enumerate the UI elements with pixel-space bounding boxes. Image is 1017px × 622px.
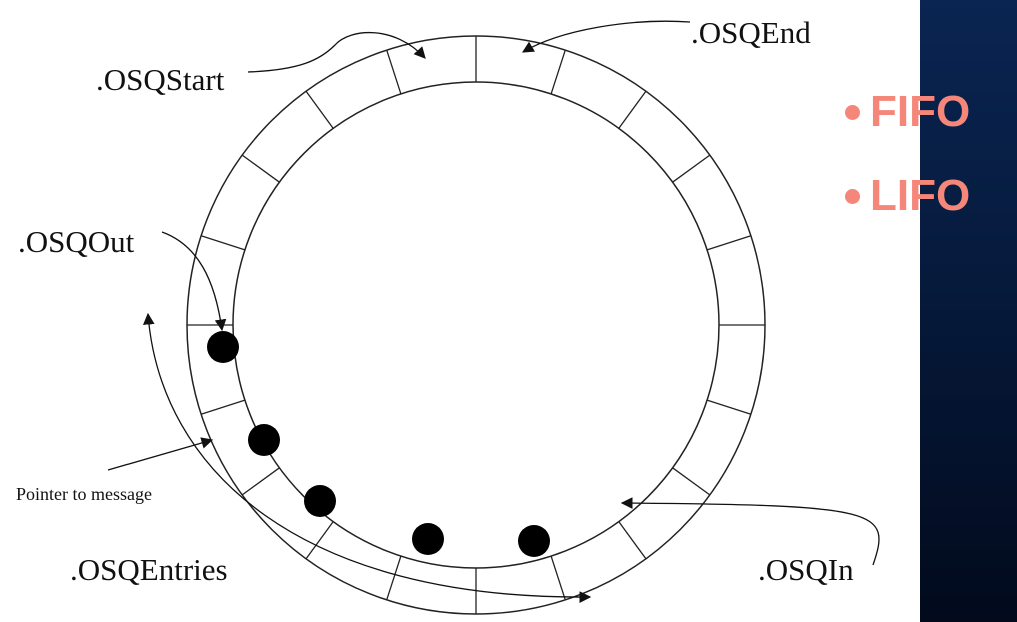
slot-divider xyxy=(241,154,280,183)
bullet-fifo: FIFO xyxy=(845,70,1017,154)
pointer-to-message-label: Pointer to message xyxy=(16,484,152,504)
message-dot xyxy=(248,424,280,456)
queue-slot-dividers xyxy=(187,36,765,614)
message-dot xyxy=(207,331,239,363)
slot-divider xyxy=(200,235,246,251)
bullet-list: FIFO LIFO xyxy=(845,70,1017,238)
pointer-to-message-arrow xyxy=(107,437,214,471)
osq-out-label: .OSQOut xyxy=(18,224,135,259)
osq-start-label: .OSQStart xyxy=(96,62,225,97)
queue-ring-outer xyxy=(186,35,766,615)
message-dot xyxy=(518,525,550,557)
osq-out-arrow xyxy=(161,231,227,332)
slot-divider xyxy=(386,49,402,95)
side-panel-background xyxy=(920,0,1017,622)
message-dot xyxy=(304,485,336,517)
slot-divider xyxy=(550,555,566,601)
bullet-label: FIFO xyxy=(870,87,971,136)
slot-divider xyxy=(550,49,566,95)
slot-divider xyxy=(200,399,246,415)
slot-divider xyxy=(672,467,711,496)
slot-divider xyxy=(706,235,752,251)
osq-end-label: .OSQEnd xyxy=(691,15,811,50)
bullet-dot-icon xyxy=(845,188,860,204)
bullet-lifo: LIFO xyxy=(845,154,1017,238)
bullet-dot-icon xyxy=(845,104,860,120)
osq-in-label: .OSQIn xyxy=(758,552,854,587)
slot-divider xyxy=(241,467,280,496)
slot-divider xyxy=(672,154,711,183)
osq-start-arrow xyxy=(247,31,426,73)
slot-divider xyxy=(618,90,647,129)
slot-divider xyxy=(386,555,402,601)
slot-divider xyxy=(618,521,647,560)
osq-entries-arc-arrow xyxy=(142,312,592,603)
osq-in-arrow xyxy=(620,497,880,566)
bullet-label: LIFO xyxy=(870,171,971,220)
slot-divider xyxy=(305,90,334,129)
slot-divider xyxy=(305,521,334,560)
message-dot xyxy=(412,523,444,555)
osq-entries-label: .OSQEntries xyxy=(70,552,228,587)
osq-end-arrow xyxy=(521,20,691,53)
slot-divider xyxy=(706,399,752,415)
queue-messages xyxy=(207,331,550,557)
